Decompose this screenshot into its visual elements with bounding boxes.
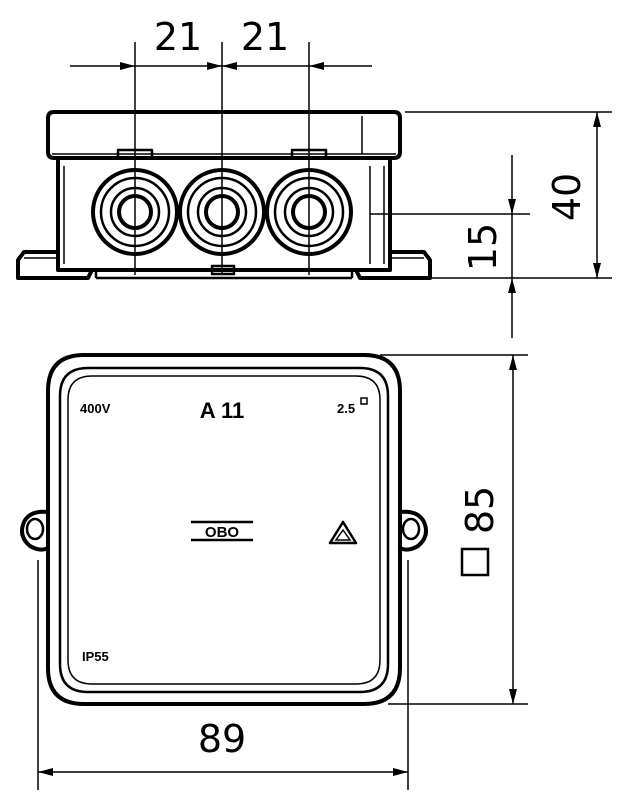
dimension-gland-spacing: 21 21: [70, 15, 372, 70]
protection-label: IP55: [82, 649, 109, 664]
dimension-total-width: 89: [37, 560, 409, 790]
dimension-label-15: 15: [461, 223, 505, 271]
voltage-label: 400V: [80, 401, 111, 416]
obo-logo: OBO: [191, 520, 253, 542]
dimension-label-21-left: 21: [154, 15, 202, 59]
side-view: [16, 42, 432, 280]
top-view: 400V A 11 2.5 IP55 OBO: [20, 353, 428, 706]
dimension-total-height: 40: [405, 111, 612, 279]
dimension-label-89: 89: [198, 717, 246, 761]
square-small-icon: [360, 397, 368, 405]
model-label: A 11: [200, 398, 244, 423]
dimension-square-size: 85: [380, 354, 528, 705]
dimension-label-40: 40: [545, 173, 589, 221]
square-dimension-icon: [460, 547, 490, 577]
cross-section-label: 2.5: [337, 401, 355, 416]
dimension-label-21-right: 21: [241, 15, 289, 59]
dimension-gland-height: 15: [370, 155, 530, 338]
dimension-label-85: 85: [458, 486, 502, 534]
brand-logo-text: OBO: [205, 524, 240, 541]
vde-triangle-icon: [328, 520, 358, 545]
